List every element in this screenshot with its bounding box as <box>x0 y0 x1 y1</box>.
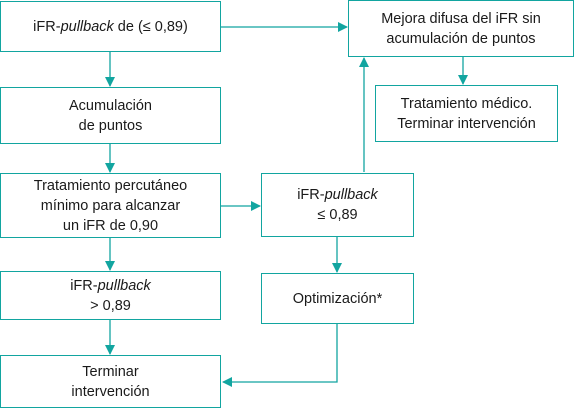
box-medical-line1: Tratamiento médico. <box>400 95 533 112</box>
box-pbhigh-line2: > 0,89 <box>90 297 131 314</box>
box-end-intervention: Terminar intervención <box>0 355 221 408</box>
box-ifr-pullback-mid: iFR-pullback ≤ 0,89 <box>261 173 414 237</box>
box-end-line2: intervención <box>71 383 150 400</box>
box-diffuse-improvement: Mejora difusa del iFR sin acumulación de… <box>348 0 574 57</box>
arrow-optim-to-end <box>222 324 338 387</box>
box-end-line1: Terminar <box>82 363 139 380</box>
box-accum-line2: de puntos <box>78 117 143 134</box>
box-pbhigh-pre: iFR- <box>70 277 98 294</box>
box-medical-line2: Terminar intervención <box>397 115 536 132</box>
box-diffuse-line2: acumulación de puntos <box>386 30 536 47</box>
box-pbhigh-italic: pullback <box>97 277 151 294</box>
box-treat-line1: Tratamiento percutáneo <box>33 177 188 194</box>
box-start-pre: iFR- <box>33 18 61 35</box>
box-accumulation: Acumulación de puntos <box>0 87 221 144</box>
box-optim-line1: Optimización* <box>292 290 383 307</box>
box-start-post: de (≤ 0,89) <box>113 18 188 35</box>
box-ifr-pullback-high: iFR-pullback > 0,89 <box>0 271 221 320</box>
box-diffuse-line1: Mejora difusa del iFR sin <box>381 10 541 27</box>
box-treat-line3: un iFR de 0,90 <box>62 217 159 234</box>
box-accum-line1: Acumulación <box>68 97 152 114</box>
box-pbmid-line2: ≤ 0,89 <box>317 207 358 223</box>
box-optimization: Optimización* <box>261 273 414 324</box>
box-start-italic: pullback <box>60 18 114 35</box>
box-pbmid-italic: pullback <box>324 187 378 203</box>
box-ifr-pullback-start: iFR-pullback de (≤ 0,89) <box>0 1 221 52</box>
box-medical-treatment: Tratamiento médico. Terminar intervenció… <box>375 85 558 142</box>
box-percutaneous-treatment: Tratamiento percutáneo mínimo para alcan… <box>0 173 221 238</box>
box-pbmid-pre: iFR- <box>297 187 325 203</box>
box-treat-line2: mínimo para alcanzar <box>40 197 181 214</box>
